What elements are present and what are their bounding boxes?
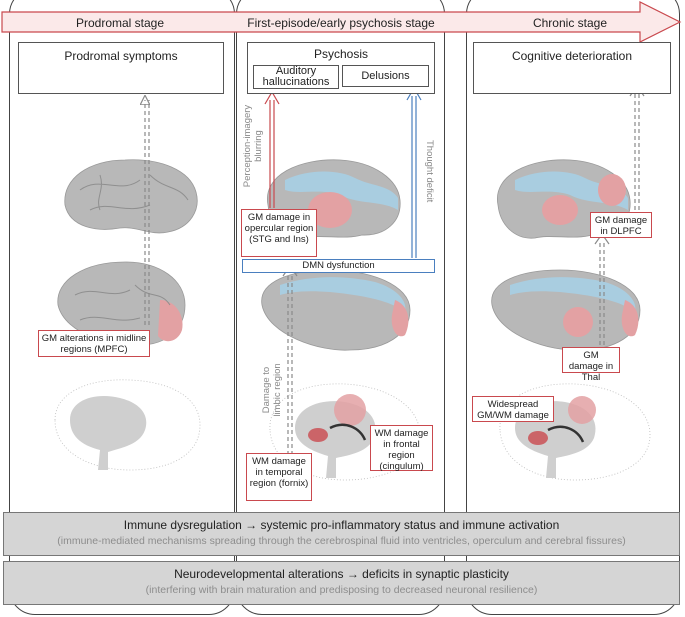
- limbic-damage-text: Damage to limbic region: [261, 363, 283, 417]
- gm-midline-box: GM alterations in midline regions (MPFC): [38, 330, 150, 357]
- gm-opercular-box: GM damage in opercular region (STG and I…: [241, 209, 317, 257]
- prodromal-symptoms-label: Prodromal symptoms: [64, 49, 178, 63]
- perception-imagery-text: Perception-imagery blurring: [242, 104, 264, 188]
- cognitive-deterioration-box: Cognitive deterioration: [473, 42, 671, 94]
- perception-imagery-label: Perception-imagery blurring: [242, 100, 264, 192]
- widespread-damage-box: Widespread GM/WM damage: [472, 396, 554, 422]
- gm-thal-box: GM damage in Thal: [562, 347, 620, 383]
- brain-glass-prodromal: [54, 379, 201, 471]
- neurodevelopmental-title: Neurodevelopmental alterations → deficit…: [174, 567, 509, 581]
- brain-medial-prodromal: [57, 261, 186, 346]
- brain-medial-early: [261, 269, 411, 351]
- gm-midline-label: GM alterations in midline regions (MPFC): [41, 333, 147, 355]
- brain-lateral-prodromal: [64, 159, 198, 234]
- wm-frontal-box: WM damage in frontal region (cingulum): [370, 425, 433, 472]
- immune-dysregulation-subtitle: (immune-mediated mechanisms spreading th…: [57, 535, 626, 547]
- gm-dlpfc-box: GM damage in DLPFC: [590, 212, 652, 238]
- dmn-dysfunction-label: DMN dysfunction: [302, 260, 375, 271]
- immune-dysregulation-band: Immune dysregulation → systemic pro-infl…: [3, 512, 680, 556]
- wm-temporal-label: WM damage in temporal region (fornix): [249, 456, 309, 489]
- neurodevelopmental-subtitle: (interfering with brain maturation and p…: [145, 584, 538, 596]
- neurodevelopmental-band: Neurodevelopmental alterations → deficit…: [3, 561, 680, 605]
- delusions-box: Delusions: [342, 65, 429, 87]
- gm-opercular-label: GM damage in opercular region (STG and I…: [244, 212, 314, 245]
- stage-label-early-psychosis: First-episode/early psychosis stage: [247, 16, 435, 30]
- auditory-hallucinations-label: Auditory hallucinations: [262, 65, 330, 88]
- gm-dlpfc-label: GM damage in DLPFC: [594, 215, 648, 237]
- delusions-label: Delusions: [361, 70, 410, 82]
- stage-label-prodromal: Prodromal stage: [75, 16, 165, 30]
- immune-dysregulation-title: Immune dysregulation → systemic pro-infl…: [123, 518, 560, 532]
- stage-label-chronic: Chronic stage: [532, 16, 608, 30]
- wm-frontal-label: WM damage in frontal region (cingulum): [374, 428, 429, 472]
- wm-temporal-box: WM damage in temporal region (fornix): [246, 453, 312, 501]
- prodromal-symptoms-box: Prodromal symptoms: [18, 42, 224, 94]
- psychosis-label: Psychosis: [313, 47, 369, 61]
- timeline-arrow: [1, 1, 682, 43]
- gm-thal-label: GM damage in Thal: [568, 350, 614, 383]
- widespread-damage-label: Widespread GM/WM damage: [477, 399, 549, 421]
- limbic-damage-label: Damage to limbic region: [261, 360, 283, 420]
- brain-medial-chronic: [491, 269, 641, 351]
- auditory-hallucinations-box: Auditory hallucinations: [253, 65, 339, 89]
- dmn-dysfunction-box: DMN dysfunction: [242, 259, 435, 273]
- thought-deficit-text: Thought deficit: [424, 140, 435, 203]
- cognitive-deterioration-label: Cognitive deterioration: [511, 49, 633, 63]
- thought-deficit-label: Thought deficit: [424, 140, 435, 202]
